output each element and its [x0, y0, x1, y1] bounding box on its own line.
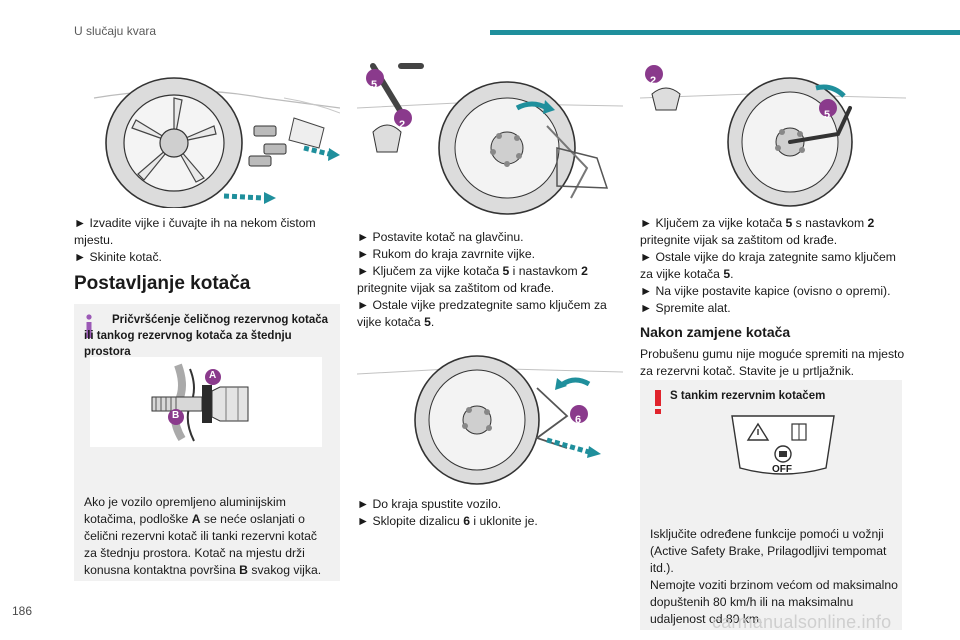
badge-2: 2	[650, 75, 657, 87]
step-text: ► Ključem za vijke kotača 5 i nastavkom …	[357, 264, 588, 295]
warning-box: S tankim rezervnim kotačem OFF Isključit…	[640, 380, 902, 630]
step-text: ► Spremite alat.	[640, 301, 731, 315]
steps-remove: ► Izvadite vijke i čuvajte ih na nekom č…	[74, 215, 340, 266]
badge-5: 5	[824, 109, 831, 121]
steps-tighten: ► Ključem za vijke kotača 5 s nastavkom …	[640, 215, 906, 317]
step-text: ► Skinite kotač.	[74, 250, 162, 264]
info-box-body: Ako je vozilo opremljeno aluminijskim ko…	[84, 495, 322, 577]
step-text: ► Rukom do kraja zavrnite vijke.	[357, 247, 536, 261]
step-text: ► Ostale vijke do kraja zategnite samo k…	[640, 250, 896, 281]
step-text: ► Do kraja spustite vozilo.	[357, 497, 502, 511]
header-title: U slučaju kvara	[74, 24, 157, 38]
page-number: 186	[12, 604, 33, 618]
sub-title: Nakon zamjene kotača	[640, 324, 791, 340]
header-accent-bar	[490, 30, 960, 35]
warning-box-body: Isključite određene funkcije pomoći u vo…	[650, 527, 898, 626]
step-text: ► Na vijke postavite kapice (ovisno o op…	[640, 284, 891, 298]
paragraph: Probušenu gumu nije moguće spremiti na m…	[640, 347, 905, 378]
illustration-tighten-bolts: 2 5	[640, 48, 906, 208]
illustration-fit-wheel: 5 2	[357, 48, 623, 218]
illustration-lower-jack: 6	[357, 328, 623, 488]
illustration-bolt-detail: A B	[90, 357, 322, 447]
step-text: ► Postavite kotač na glavčinu.	[357, 230, 524, 244]
section-title: Postavljanje kotača	[74, 273, 251, 294]
steps-fit: ► Postavite kotač na glavčinu. ► Rukom d…	[357, 229, 623, 331]
warning-icon	[654, 390, 662, 414]
badge-a: A	[209, 370, 217, 381]
step-text: ► Ostale vijke predzategnite samo ključe…	[357, 298, 607, 329]
badge-5: 5	[371, 79, 378, 91]
badge-b: B	[172, 410, 180, 421]
illustration-dashboard-button: OFF	[728, 410, 838, 480]
info-box-title: Pričvršćenje čeličnog rezervnog kotača i…	[84, 314, 329, 358]
badge-2: 2	[399, 119, 406, 131]
step-text: ► Izvadite vijke i čuvajte ih na nekom č…	[74, 216, 316, 247]
badge-6: 6	[575, 414, 582, 426]
steps-lower: ► Do kraja spustite vozilo. ► Sklopite d…	[357, 496, 623, 530]
off-button-label: OFF	[772, 464, 792, 475]
info-box: Pričvršćenje čeličnog rezervnog kotača i…	[74, 304, 340, 581]
step-text: ► Ključem za vijke kotača 5 s nastavkom …	[640, 216, 875, 247]
step-text: ► Sklopite dizalicu 6 i uklonite je.	[357, 514, 538, 528]
watermark: carmanualsonline.info	[712, 612, 892, 632]
info-icon	[84, 314, 94, 338]
warning-box-title: S tankim rezervnim kotačem	[670, 390, 826, 402]
illustration-remove-wheel	[74, 48, 340, 208]
